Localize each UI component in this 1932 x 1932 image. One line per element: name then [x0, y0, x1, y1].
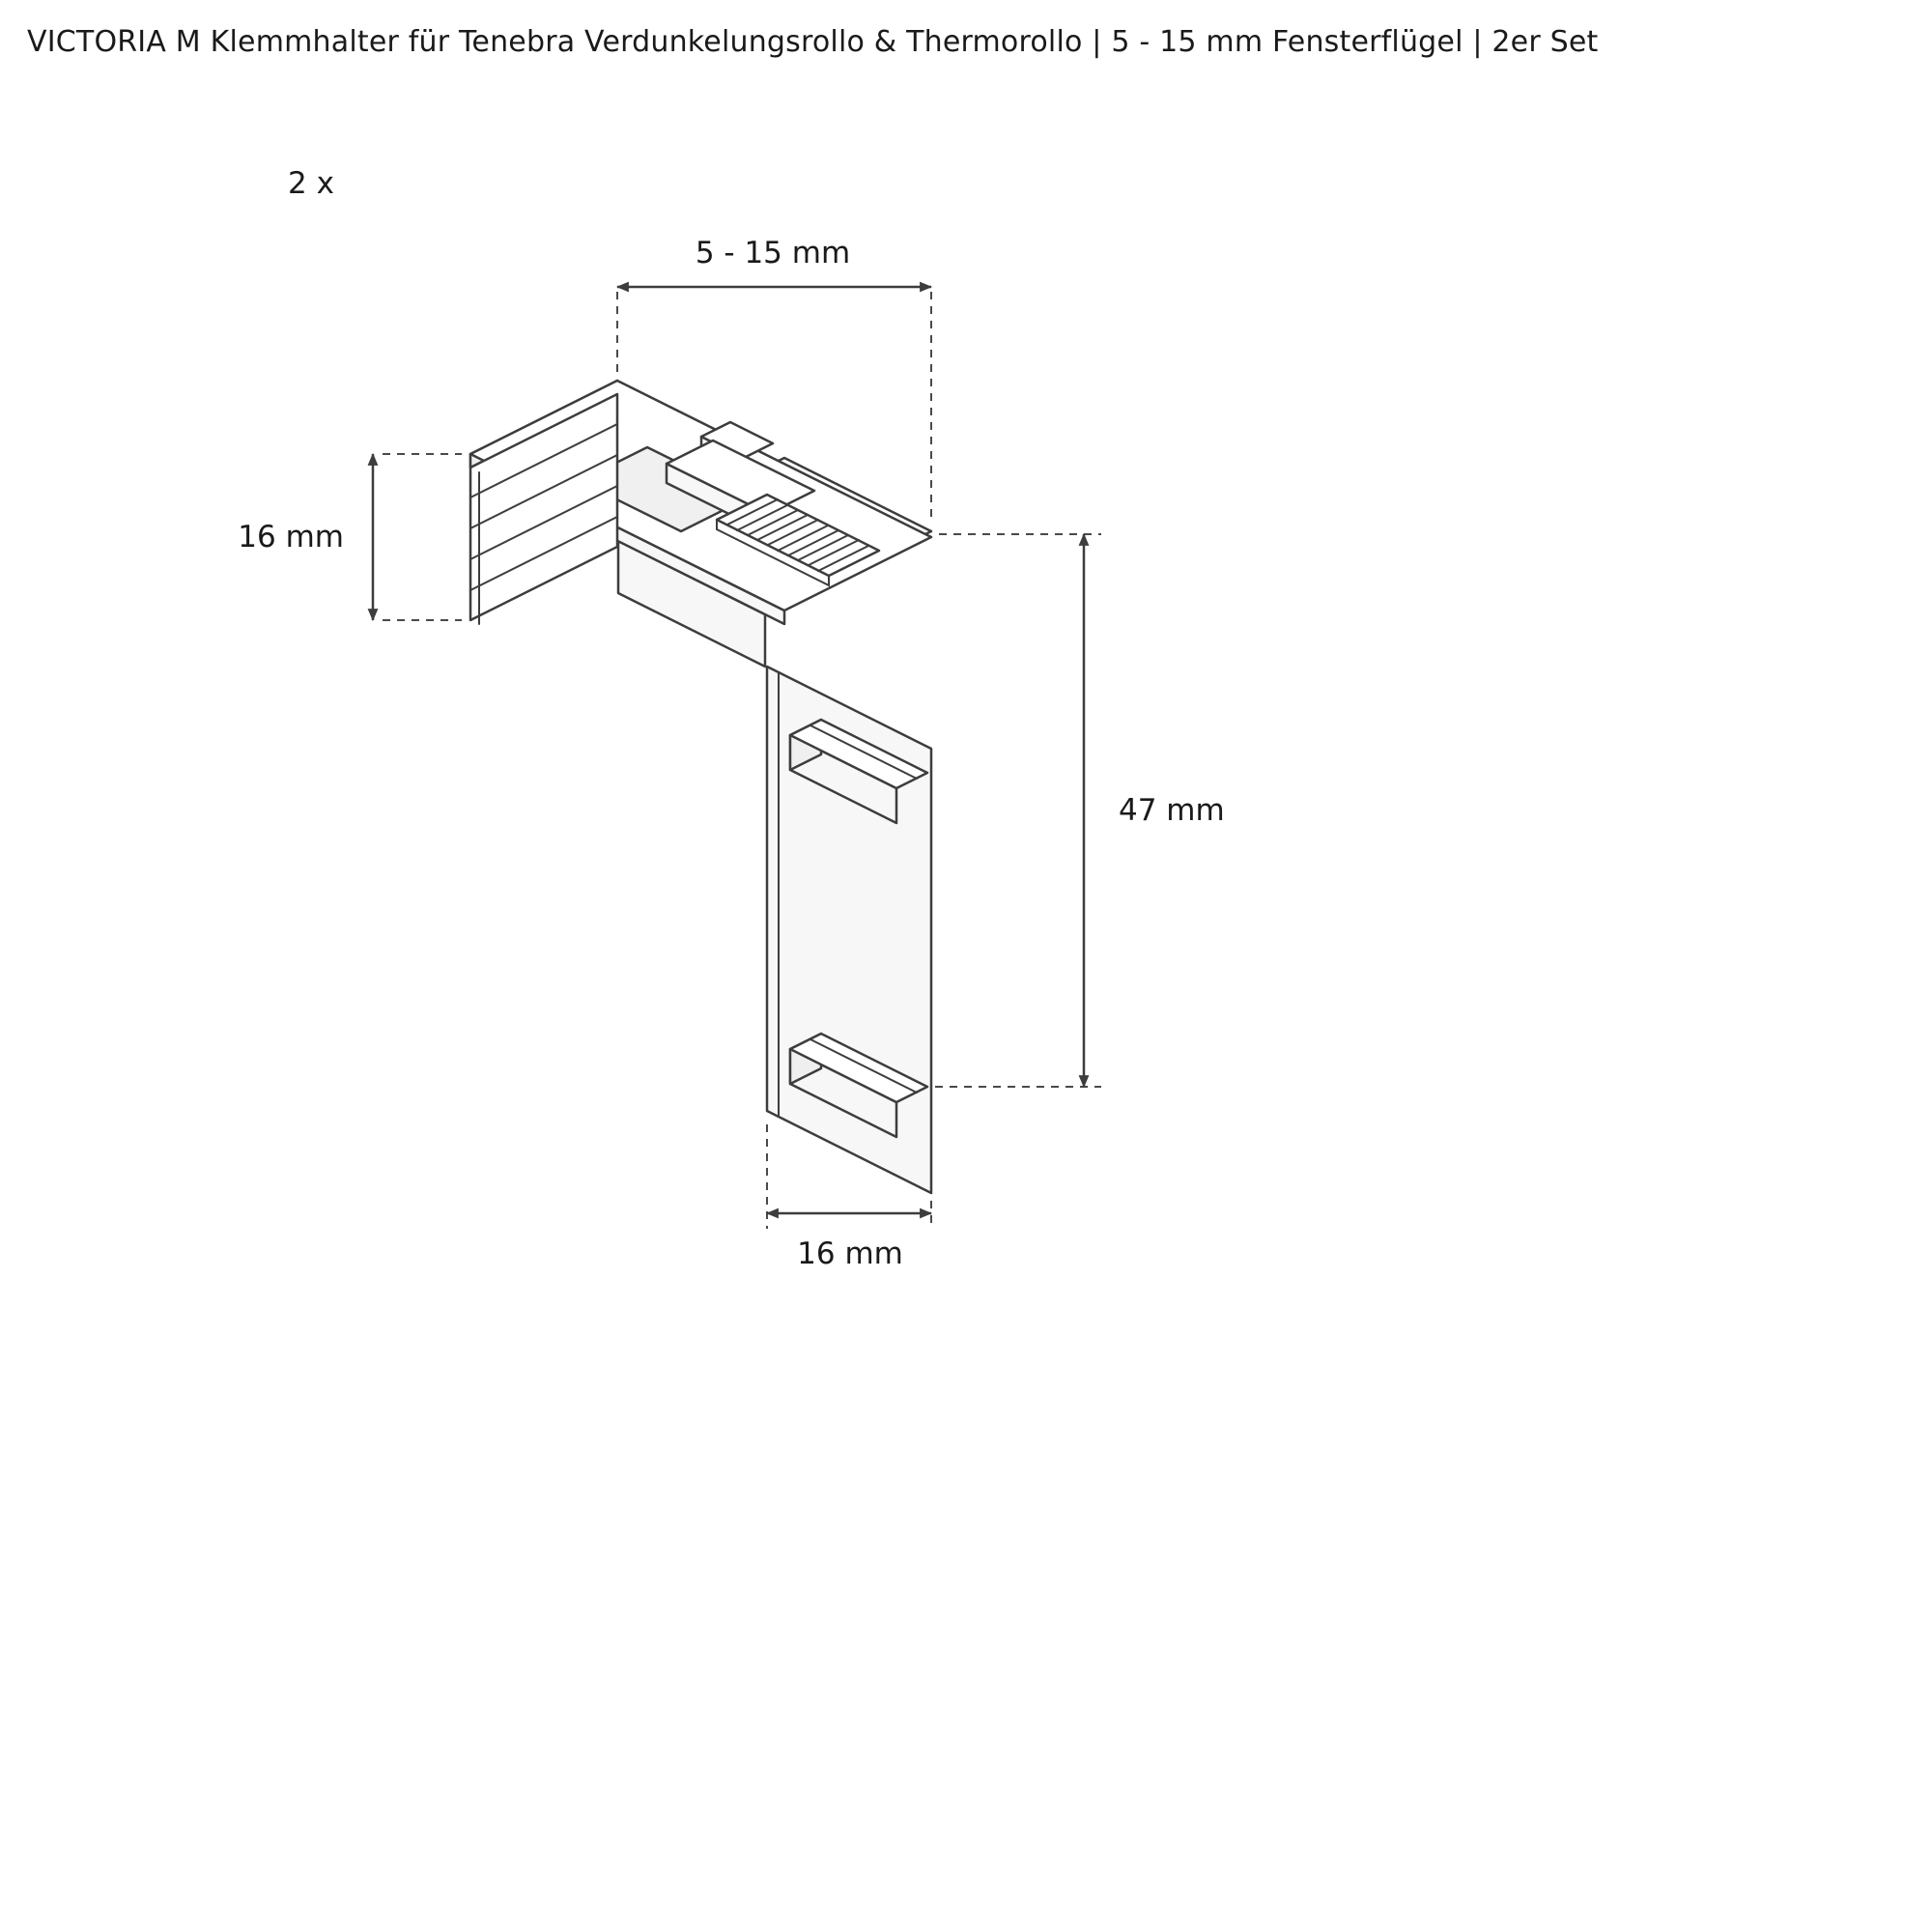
- upper-clip-top: [788, 718, 929, 790]
- upper-clip-tab: [788, 718, 929, 825]
- quantity-label: 2 x: [288, 166, 334, 201]
- jaw-rib-line: [469, 485, 618, 560]
- dimension-top-opening: [615, 281, 933, 522]
- dimension-left-jaw-height: [367, 452, 462, 622]
- upper-clip-lip-line: [810, 724, 918, 780]
- ratchet-rack: [715, 493, 881, 587]
- dimension-label-body-height: 47 mm: [1119, 793, 1225, 828]
- dimension-right-body-height: [935, 532, 1101, 1089]
- lower-clip-top: [788, 1032, 929, 1104]
- jaw-face: [469, 392, 619, 622]
- dimension-label-jaw-height: 16 mm: [238, 520, 344, 554]
- dimension-bottom-depth: [765, 1124, 933, 1229]
- clamp-jaw: [469, 392, 619, 625]
- dimension-label-opening-width: 5 - 15 mm: [695, 236, 851, 270]
- pawl-top-face: [665, 439, 816, 516]
- product-title: VICTORIA M Klemmhalter für Tenebra Verdu…: [27, 25, 1599, 59]
- lower-clip-tab: [788, 1032, 929, 1139]
- jaw-rib-line: [469, 423, 618, 498]
- lower-clip-lip-line: [810, 1038, 918, 1094]
- jaw-rib-line: [469, 516, 618, 591]
- jaw-rib-line: [469, 454, 618, 529]
- rack-thickness-line: [716, 519, 830, 587]
- dimension-label-body-depth: 16 mm: [797, 1236, 903, 1271]
